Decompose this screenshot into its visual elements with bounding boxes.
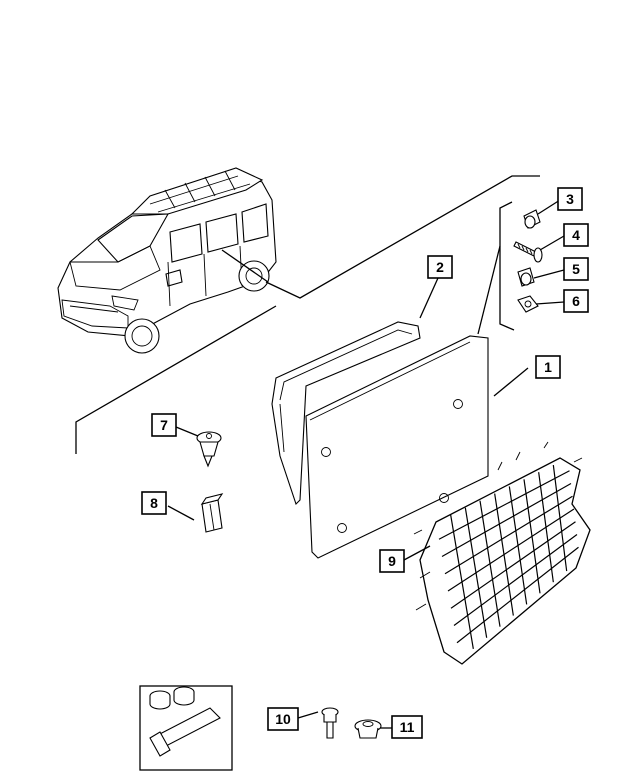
- callout-5: 5: [563, 257, 589, 281]
- callout-4: 4: [563, 223, 589, 247]
- callout-4-label: 4: [572, 227, 580, 243]
- callout-1: 1: [535, 355, 561, 379]
- clip-part: [196, 431, 222, 468]
- callout-6-label: 6: [572, 293, 580, 309]
- cargo-net: [413, 441, 591, 665]
- callout-7-label: 7: [160, 417, 168, 433]
- callout-11: 11: [391, 715, 423, 739]
- net-strand-horizontal: [441, 482, 572, 558]
- callout-8: 8: [141, 491, 167, 515]
- callout-1-label: 1: [544, 359, 552, 375]
- fastener-bracket: [477, 201, 515, 335]
- adhesive-kit: [139, 685, 233, 771]
- callout-8-label: 8: [150, 495, 158, 511]
- net-strand-horizontal: [453, 534, 578, 626]
- net-strand-horizontal: [447, 508, 575, 592]
- callout-2: 2: [427, 255, 453, 279]
- callout-leaders: [167, 199, 565, 729]
- callout-5-label: 5: [572, 261, 580, 277]
- callout-3-label: 3: [566, 191, 574, 207]
- callout-2-label: 2: [436, 259, 444, 275]
- bolt-part-10: [321, 707, 339, 739]
- leader-frame-lines: [75, 175, 540, 454]
- window-assembly: [271, 321, 489, 559]
- fastener-parts: [513, 209, 543, 313]
- callout-6: 6: [563, 289, 589, 313]
- net-strand-horizontal: [450, 521, 576, 609]
- block-part: [200, 493, 224, 533]
- vehicle-illustration: [57, 167, 277, 354]
- callout-3: 3: [557, 187, 583, 211]
- net-strand-horizontal: [444, 495, 573, 575]
- nut-part-11: [354, 719, 382, 739]
- net-strand-horizontal: [438, 470, 570, 540]
- callout-11-label: 11: [400, 719, 415, 735]
- callout-9-label: 9: [388, 553, 396, 569]
- net-strand-horizontal: [456, 546, 579, 644]
- callout-9: 9: [379, 549, 405, 573]
- callout-7: 7: [151, 413, 177, 437]
- callout-10: 10: [267, 707, 299, 731]
- callout-10-label: 10: [275, 711, 291, 727]
